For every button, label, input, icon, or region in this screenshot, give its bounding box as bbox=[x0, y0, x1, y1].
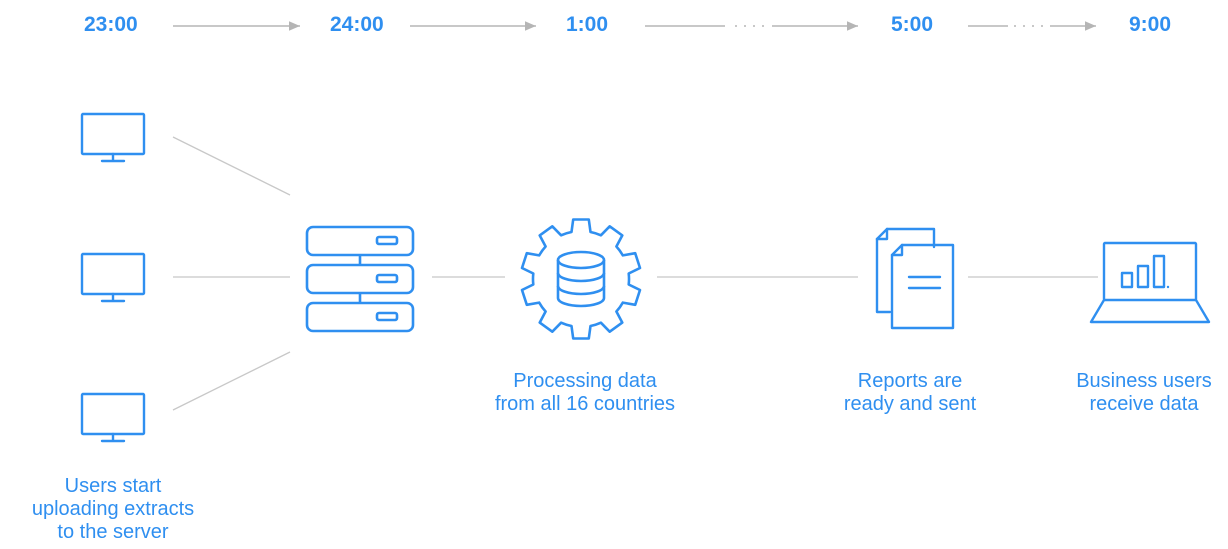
caption-reports: Reports are ready and sent bbox=[843, 370, 977, 415]
laptop-chart-icon bbox=[1088, 240, 1212, 326]
monitor-icon bbox=[80, 252, 146, 304]
monitor-icon bbox=[80, 392, 146, 444]
time-label-2300: 23:00 bbox=[84, 13, 138, 36]
database-icon bbox=[556, 250, 606, 308]
caption-processing: Processing data from all 16 countries bbox=[494, 370, 676, 415]
connector-monitor3-server bbox=[172, 351, 291, 411]
time-label-2400: 24:00 bbox=[330, 13, 384, 36]
documents-icon bbox=[872, 225, 962, 333]
caption-users-upload: Users start uploading extracts to the se… bbox=[31, 475, 195, 543]
time-label-0500: 5:00 bbox=[891, 13, 934, 36]
gear-icon bbox=[520, 218, 642, 340]
monitor-icon bbox=[80, 112, 146, 164]
server-rack-icon bbox=[305, 224, 417, 336]
time-label-0900: 9:00 bbox=[1129, 13, 1172, 36]
time-label-0100: 1:00 bbox=[566, 13, 609, 36]
caption-business-users: Business users receive data bbox=[1076, 370, 1212, 415]
database-gear-icon bbox=[515, 215, 647, 343]
gear-outline bbox=[520, 218, 642, 340]
connector-monitor1-server bbox=[172, 136, 291, 196]
